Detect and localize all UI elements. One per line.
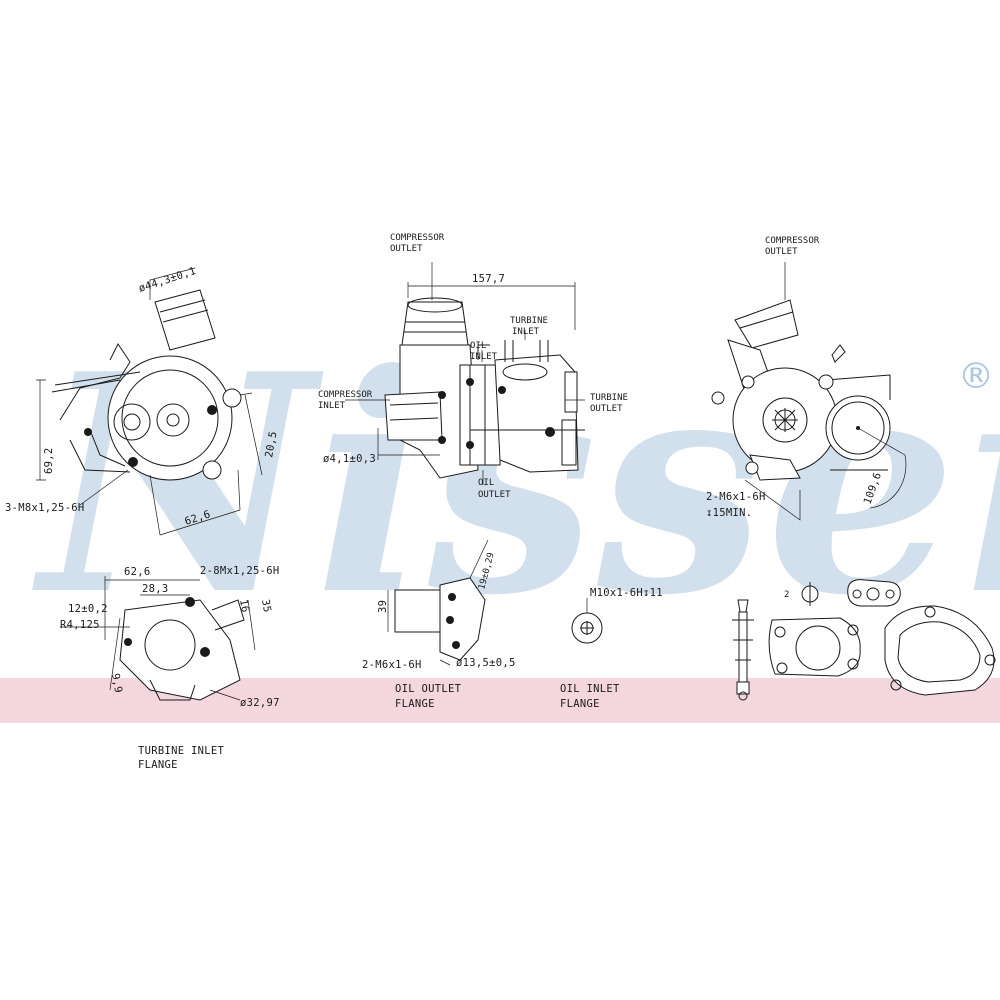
dim-d626b: 62,6: [124, 566, 151, 578]
dim-thread-2m8: 2-8Mx1,25-6H: [200, 565, 279, 577]
dim-d44: ø44,3±0,1: [137, 265, 197, 295]
dim-d2: 2: [784, 590, 789, 600]
label-oil-inlet-2: INLET: [470, 352, 498, 362]
dim-thread-2m6-r: 2-M6x1-6H: [706, 491, 766, 503]
label-turbine-inlet-flange-2: FLANGE: [138, 759, 178, 771]
dim-d16: 16: [237, 598, 251, 613]
center-turbo-view: [345, 262, 585, 485]
label-turbine-inlet-flange-1: TURBINE INLET: [138, 745, 224, 757]
dim-d135: ø13,5±0,5: [456, 657, 516, 669]
label-turbine-outlet-2: OUTLET: [590, 404, 623, 414]
label-turbine-inlet-2: INLET: [512, 327, 540, 337]
label-compressor-inlet-1: COMPRESSOR: [318, 390, 373, 400]
label-compressor-outlet-r2: OUTLET: [765, 247, 798, 257]
washer-part: [801, 582, 819, 606]
label-compressor-outlet-1: COMPRESSOR: [390, 233, 445, 243]
label-oil-outlet-flange-2: FLANGE: [395, 698, 435, 710]
compressor-gasket-part: [768, 617, 861, 677]
dim-d35: 35: [259, 598, 273, 613]
dim-d69: 69,2: [43, 448, 55, 475]
turbine-inlet-flange: [60, 576, 256, 701]
label-oil-outlet-1: OIL: [478, 478, 494, 488]
dim-d157: 157,7: [472, 273, 505, 285]
dim-d12: 12±0,2: [68, 603, 108, 615]
label-turbine-inlet-1: TURBINE: [510, 316, 548, 326]
label-compressor-inlet-2: INLET: [318, 401, 346, 411]
left-turbo-view: [36, 267, 263, 536]
label-oil-inlet-1: OIL: [470, 341, 486, 351]
oil-inlet-flange: [571, 598, 603, 644]
dim-d41: ø4,1±0,3: [323, 453, 376, 465]
oil-pipe-part: [732, 599, 754, 701]
turbine-gasket-part: [884, 605, 996, 696]
label-oil-outlet-flange-1: OIL OUTLET: [395, 683, 462, 695]
right-turbo-view: [711, 262, 907, 521]
label-oil-inlet-flange-2: FLANGE: [560, 698, 600, 710]
dim-depth-15: ↧15MIN.: [706, 507, 752, 519]
label-compressor-outlet-2: OUTLET: [390, 244, 423, 254]
small-gasket-part: [847, 579, 901, 607]
dim-thread-3m8: 3-M8x1,25-6H: [5, 502, 84, 514]
label-oil-outlet-2: OUTLET: [478, 490, 511, 500]
dim-d3297: ø32,97: [240, 697, 280, 709]
registered-mark: ®: [958, 356, 994, 397]
dim-d283: 28,3: [142, 583, 169, 595]
dim-r4125: R4,125: [60, 619, 100, 631]
dim-d205: 20,5: [263, 430, 279, 458]
dim-d99: 9,9: [109, 672, 124, 694]
label-oil-inlet-flange-1: OIL INLET: [560, 683, 620, 695]
dim-thread-m10: M10x1-6H↧11: [590, 587, 663, 599]
label-compressor-outlet-r1: COMPRESSOR: [765, 236, 820, 246]
oil-outlet-flange: [387, 539, 489, 666]
label-turbine-outlet-1: TURBINE: [590, 393, 628, 403]
dim-d39: 39: [377, 600, 389, 613]
dim-thread-2m6-c: 2-M6x1-6H: [362, 659, 422, 671]
